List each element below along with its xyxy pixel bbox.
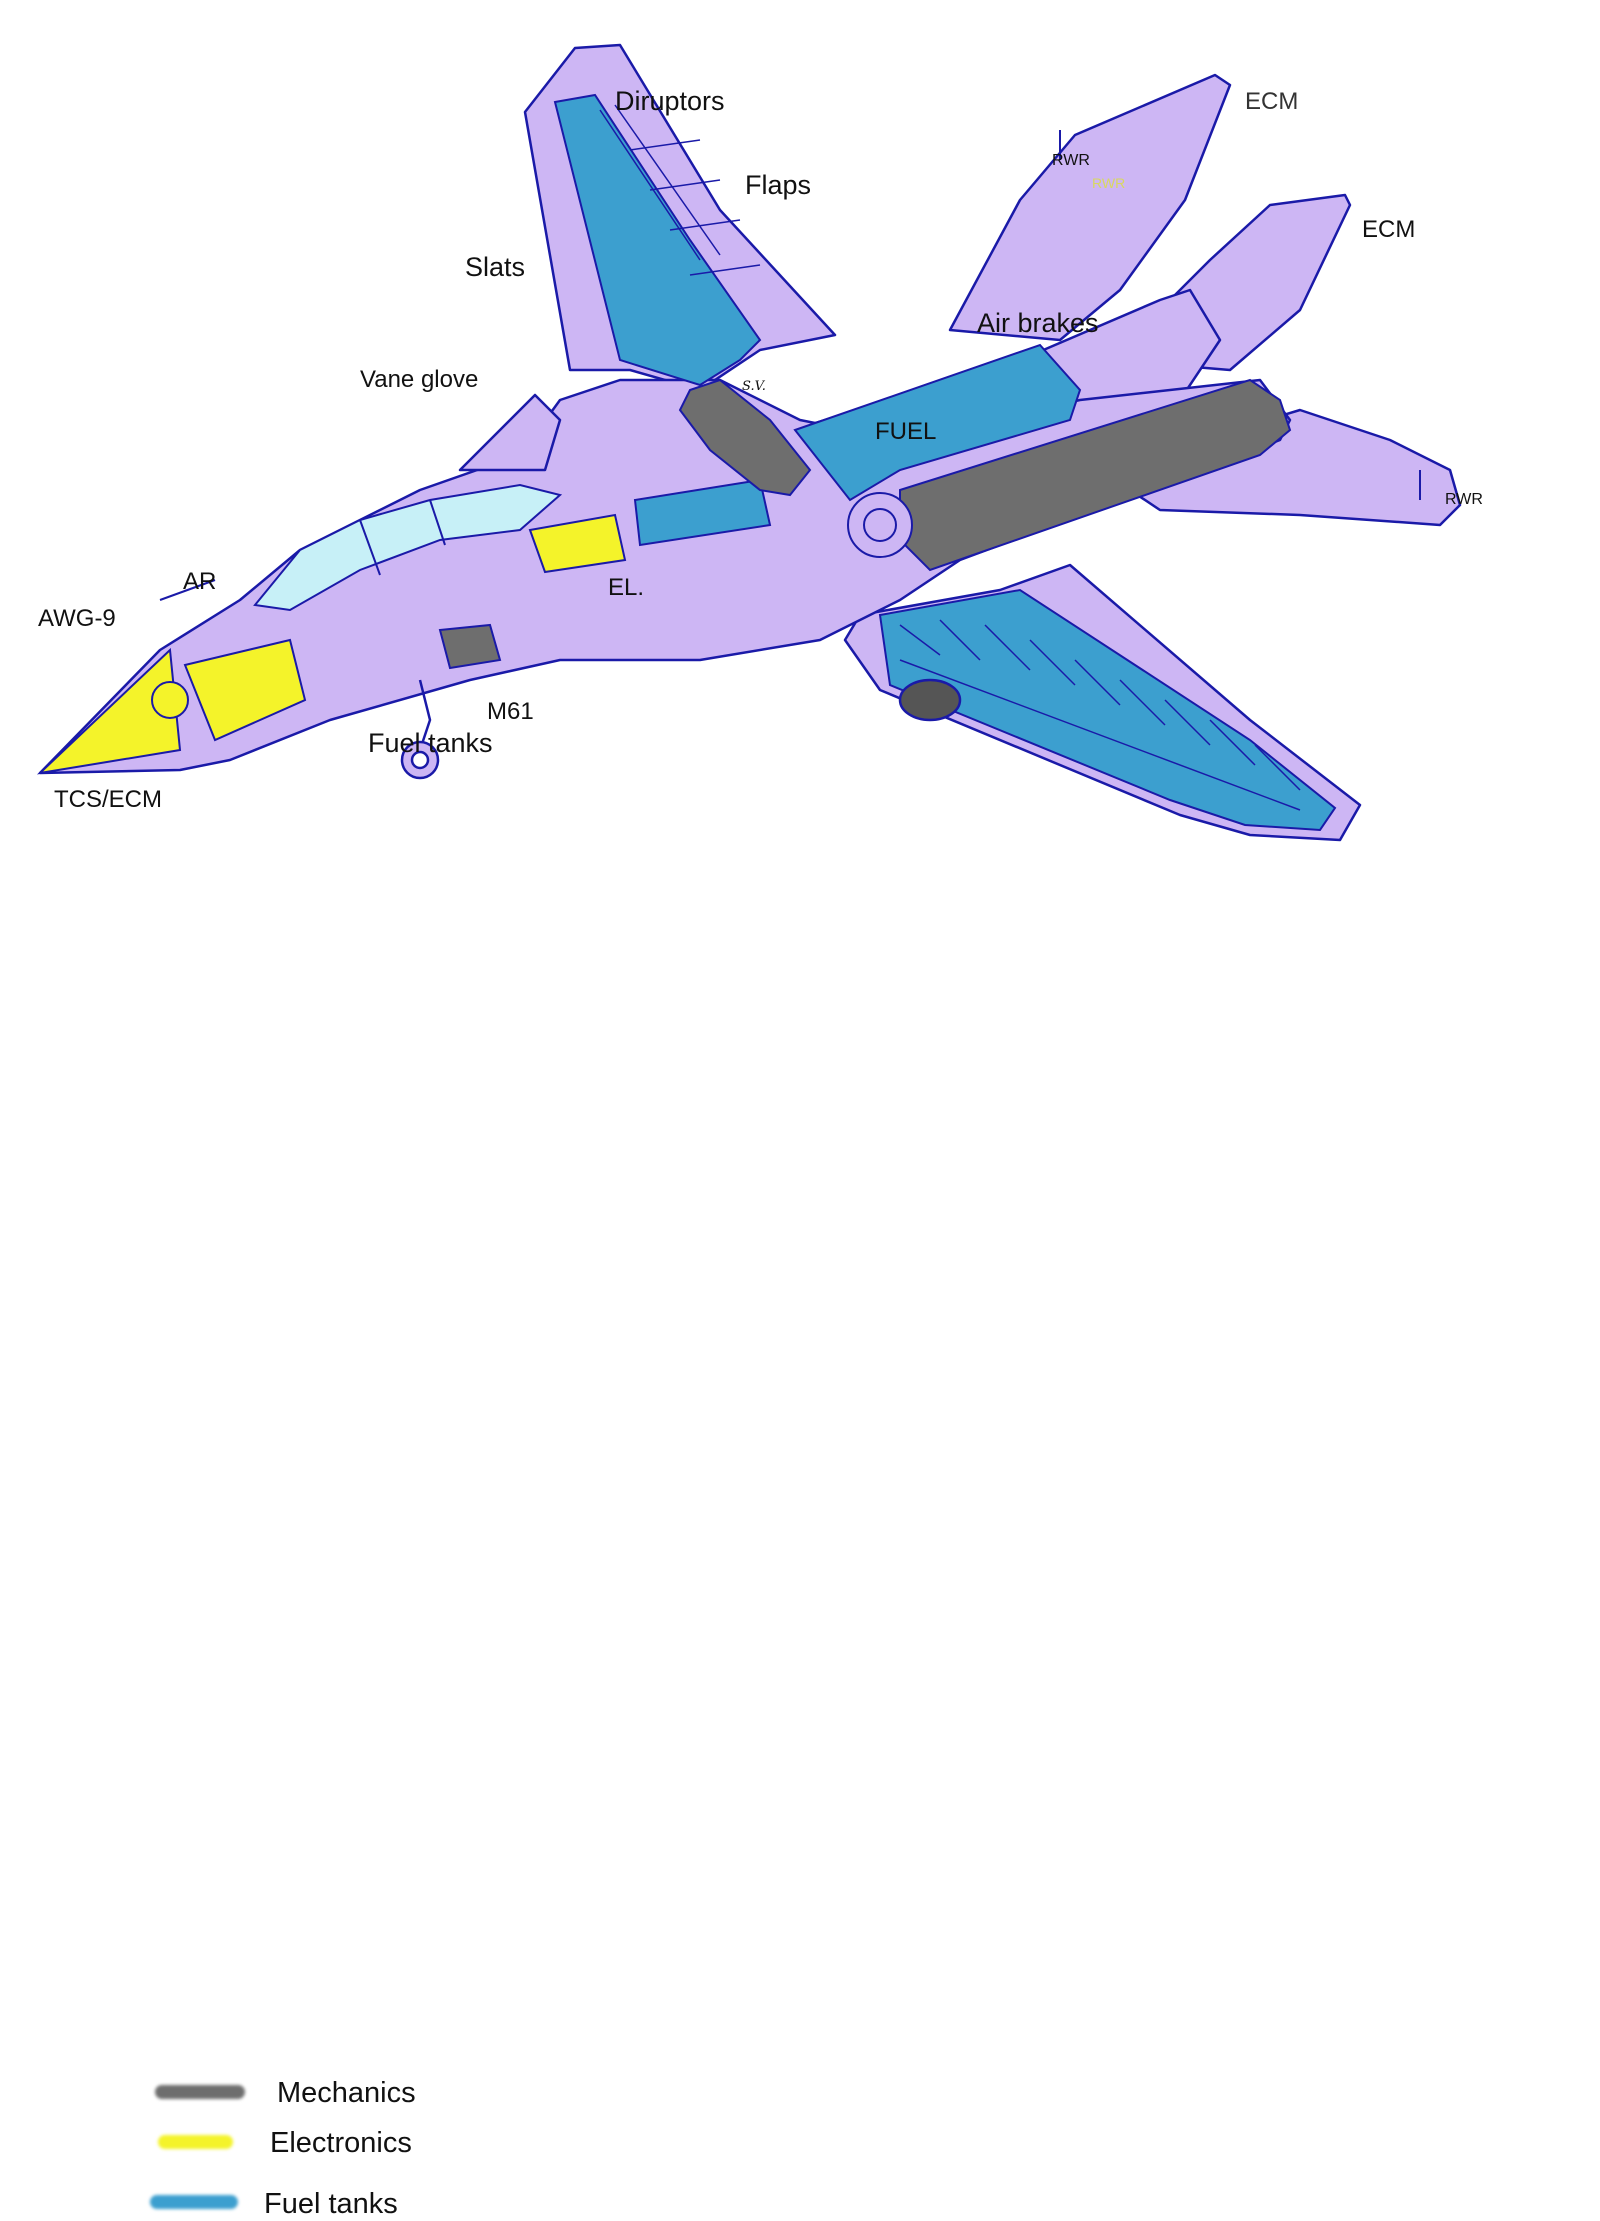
label-sv: S.V. <box>742 379 766 394</box>
left-vertical-tail <box>948 73 1232 342</box>
label-fuel: FUEL <box>875 418 937 445</box>
gun-bay <box>438 623 502 670</box>
fuselage-fuel-tank <box>633 478 772 547</box>
legend-swatch-mechanics <box>155 2085 245 2099</box>
label-air-brakes: Air brakes <box>977 308 1099 338</box>
label-vane-glove: Vane glove <box>360 366 479 393</box>
aircraft-diagram: Diruptors Flaps Slats Vane glove ECM ECM… <box>36 43 1483 2220</box>
legend-label-fuel-tanks: Fuel tanks <box>264 2188 398 2220</box>
label-el: EL. <box>608 574 645 601</box>
label-ecm-top: ECM <box>1245 88 1299 115</box>
label-diruptors: Diruptors <box>615 86 725 116</box>
label-ecm-right: ECM <box>1362 216 1416 243</box>
lower-wing-fuel-tank <box>878 588 1337 832</box>
vane-glove <box>458 393 562 472</box>
spine-fuel-tank <box>793 343 1082 502</box>
legend-label-mechanics: Mechanics <box>277 2077 416 2109</box>
label-flaps: Flaps <box>745 170 812 200</box>
label-awg9: AWG-9 <box>38 605 116 632</box>
label-ar: AR <box>183 568 217 595</box>
label-slats: Slats <box>465 252 526 282</box>
label-rwr-tail-faint: RWR <box>1092 175 1126 191</box>
el-bay <box>528 513 627 574</box>
legend-swatch-electronics <box>158 2135 233 2149</box>
label-rwr-wing: RWR <box>1445 491 1483 508</box>
label-rwr-tail: RWR <box>1052 152 1090 169</box>
horizontal-stabilizer <box>1098 408 1462 527</box>
wing-fuel-tank <box>553 93 762 387</box>
wing-pivot <box>678 378 812 497</box>
label-fuel-tanks-gear: Fuel tanks <box>368 728 493 758</box>
legend-label-electronics: Electronics <box>270 2127 412 2159</box>
avionics-bay <box>183 638 307 742</box>
canopy <box>253 483 563 612</box>
nose-dish <box>151 681 189 719</box>
label-m61: M61 <box>487 698 534 725</box>
main-wheel <box>898 678 962 722</box>
legend-swatch-fuel-tanks <box>150 2195 238 2209</box>
aircraft-drawing <box>36 43 1462 842</box>
label-tcs-ecm: TCS/ECM <box>54 786 162 813</box>
